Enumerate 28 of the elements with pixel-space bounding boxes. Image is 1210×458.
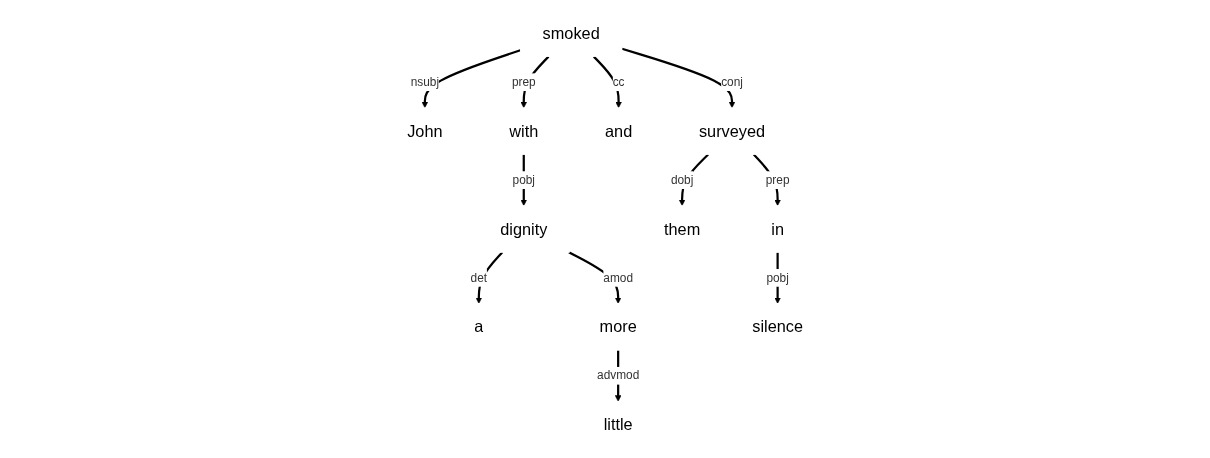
edge-label: dobj [670, 173, 694, 186]
edge-label: prep [765, 173, 790, 186]
node-text: surveyed [698, 121, 766, 141]
edge-label: cc [612, 75, 625, 89]
node-text: more [599, 317, 637, 337]
edge-label: prep [511, 75, 536, 89]
arrow [520, 55, 550, 109]
edge-label: pobj [512, 173, 535, 186]
edge-label: amod [603, 271, 633, 284]
node-text: a [474, 317, 484, 337]
edge-label: nsubj [410, 75, 439, 89]
edge-label: det [470, 271, 487, 284]
node-text: with [509, 121, 539, 141]
arrow [621, 47, 736, 109]
edge-label: conj [721, 75, 743, 89]
node-text: silence [752, 317, 803, 337]
arrow [592, 55, 622, 109]
node-text: and [604, 121, 633, 141]
node-text: smoked [542, 24, 600, 43]
node-text: John [407, 121, 443, 141]
arrow [421, 49, 521, 109]
edge-label: advmod [596, 369, 640, 382]
node-text: dignity [500, 219, 548, 239]
node-text: little [603, 415, 633, 434]
edge-label: pobj [766, 271, 789, 284]
node-text: in [771, 219, 784, 239]
arrow [752, 153, 781, 206]
node-text: them [663, 219, 701, 239]
